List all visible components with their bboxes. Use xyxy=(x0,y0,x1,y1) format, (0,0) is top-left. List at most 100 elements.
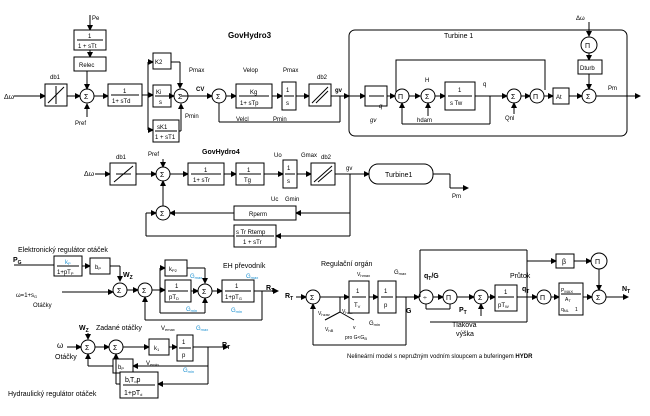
gmax-label: Gmax xyxy=(196,326,208,332)
hdam-label: hdam xyxy=(417,118,432,124)
dw2-label: Δω xyxy=(576,16,585,22)
db1-label: db1 xyxy=(50,75,61,81)
gmin-label: Gmin xyxy=(183,368,194,374)
gmax-symbol: G xyxy=(394,270,399,276)
qt2-symbol: q xyxy=(522,286,526,293)
tw-den: pTW xyxy=(498,303,509,309)
vhmax-subscript: hmax xyxy=(360,273,370,278)
pm-label: Pm xyxy=(452,194,461,200)
tv-subscript: V xyxy=(358,304,361,309)
integrator-den: s xyxy=(286,101,289,107)
pt-subscript: T xyxy=(464,310,467,316)
vemin-subscript: emin xyxy=(150,362,159,367)
pi-glyph: Π xyxy=(595,259,600,266)
gmin2-subscript: min xyxy=(236,309,242,314)
ki-s: s xyxy=(159,100,162,106)
turbine1-title: Turbine 1 xyxy=(444,33,473,40)
omega-label: ω=1+sG xyxy=(16,293,37,299)
q-label: q xyxy=(483,82,486,88)
turbine-power-block xyxy=(558,282,584,316)
rtemp-num: s Tr Rtemp xyxy=(236,230,266,236)
qt-separator: / xyxy=(431,273,433,280)
rt-subscript: T xyxy=(227,345,230,351)
gmin2-symbol: G xyxy=(231,308,236,314)
btp-p: p xyxy=(137,377,141,384)
tw-block xyxy=(494,284,518,312)
integrator-num: 1 xyxy=(384,289,388,295)
btp-b: b xyxy=(125,377,129,384)
btp-den-symbol: 1+pT xyxy=(124,390,141,397)
tg-symbol: 1+pT xyxy=(225,295,239,301)
cv-label: CV xyxy=(196,87,204,93)
ev-title: EH převodník xyxy=(223,263,266,270)
sigma-glyph: Σ xyxy=(586,94,591,101)
pro-subscript: B xyxy=(364,336,367,341)
gmax-label: Gmax xyxy=(394,270,406,276)
gv-italic: gv xyxy=(370,118,377,124)
qnl-label: qNL xyxy=(561,307,570,313)
nt-label: NT xyxy=(622,286,630,295)
k1-subscript: 1 xyxy=(157,347,160,352)
btp-d: d xyxy=(134,379,136,384)
gv-label: gv xyxy=(346,166,352,172)
kg-den: 1+ sTp xyxy=(240,101,259,107)
velcl-label: Velcl xyxy=(236,117,249,123)
deadband-curve xyxy=(315,90,329,104)
gmax-label: Gmax xyxy=(301,153,317,159)
otacky-label: Otáčky xyxy=(33,303,52,309)
vhzav-label: Vhzav xyxy=(318,311,330,317)
sigma-glyph: Σ xyxy=(478,295,483,302)
at-label: At xyxy=(556,95,562,101)
bp-label: bP xyxy=(95,265,101,271)
hyd-title: Hydraulický regulátor otáček xyxy=(8,391,97,398)
rtemp-den: 1 + sTr xyxy=(243,240,262,246)
tg-den: Tg xyxy=(244,178,251,184)
integrator-num: 1 xyxy=(286,88,290,94)
k1-label: k1 xyxy=(154,346,160,352)
tg-num: 1 xyxy=(235,284,239,290)
otacky-label: Otáčky xyxy=(55,354,77,361)
sigma-glyph: Σ xyxy=(178,94,183,101)
sigma-glyph: Σ xyxy=(142,288,147,295)
gmax-symbol: G xyxy=(190,274,195,280)
pg-subscript: G xyxy=(18,260,22,266)
qnl-subscript: NL xyxy=(564,308,570,313)
gmin-label: Gmin xyxy=(285,197,299,203)
q-italic: q xyxy=(379,104,383,110)
pi-glyph: Π xyxy=(446,295,451,302)
omega-subscript: G xyxy=(34,294,37,299)
tr-den: 1+ sTr xyxy=(193,178,210,184)
integrator-num: 1 xyxy=(287,166,291,172)
g-label: G xyxy=(406,308,412,315)
hydraulic-regulator-diagram: WZ Zadané otáčky ω Otáčky Σ Σ k1 Vemax V… xyxy=(8,325,230,399)
dturb-block xyxy=(577,59,603,75)
v0-subscript: hB xyxy=(328,328,333,333)
nt-subscript: T xyxy=(627,289,630,295)
pm-label: Pm xyxy=(608,86,617,92)
vemax-symbol: V xyxy=(161,326,165,332)
gmin-label: Gmin xyxy=(369,321,380,327)
tp-subscript: P xyxy=(71,271,74,276)
btp-t: t xyxy=(129,379,131,384)
ptd-symbol: pT xyxy=(169,295,176,301)
vemin-symbol: V xyxy=(146,361,150,367)
omega-label: ω xyxy=(57,341,63,350)
relec-label: Relec xyxy=(79,63,94,69)
wz-symbol: W xyxy=(79,325,86,332)
velop-label: Velop xyxy=(243,68,259,74)
db1-label: db1 xyxy=(116,155,127,161)
dturb-label: Dturb xyxy=(580,66,595,72)
govhydro4-title: GovHydro4 xyxy=(202,149,240,156)
k2-block xyxy=(152,52,172,70)
gmax-subscript: max xyxy=(195,275,203,280)
nl-caption: Nelineární model s nepružným vodním slou… xyxy=(347,354,533,360)
nt-symbol: N xyxy=(622,286,627,293)
caption-bold: HYDR xyxy=(515,354,533,360)
sigma-glyph: Σ xyxy=(85,345,90,352)
tv-num: 1 xyxy=(356,289,360,295)
kp-label: kP xyxy=(65,260,71,266)
gmax-subscript: max xyxy=(201,327,209,332)
sigma-glyph: Σ xyxy=(310,295,315,302)
tv-symbol: T xyxy=(354,303,358,309)
